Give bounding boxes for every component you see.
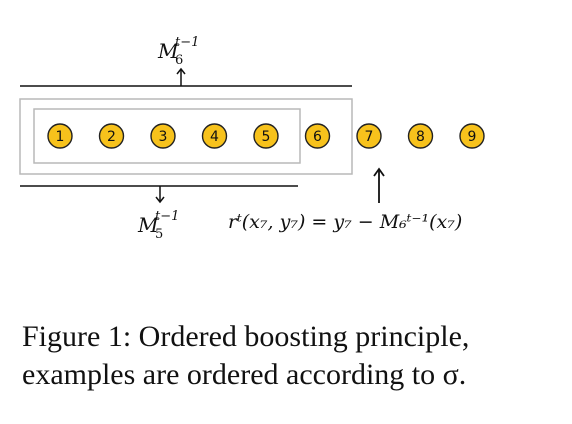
- example-9: 9: [459, 123, 485, 149]
- example-circle: [459, 123, 485, 149]
- example-4: 4: [201, 123, 228, 149]
- example-label: 5: [262, 129, 271, 145]
- figure-caption: Figure 1: Ordered boosting principle, ex…: [22, 318, 562, 394]
- example-label: 3: [159, 129, 168, 145]
- inner-box: [33, 108, 301, 164]
- example-3: 3: [150, 123, 176, 149]
- residual-arrow: [373, 167, 385, 203]
- caption-line-1: Figure 1: Ordered boosting principle,: [22, 320, 470, 353]
- example-circle: [356, 123, 382, 149]
- top-arrow: [176, 67, 186, 86]
- caption-line-2: examples are ordered according to σ.: [22, 358, 467, 391]
- outer-box: [19, 98, 353, 175]
- example-label: 2: [107, 129, 116, 145]
- bottom-model-base: M: [137, 213, 159, 237]
- example-1: 1: [47, 123, 73, 149]
- example-label: 8: [416, 129, 425, 145]
- top-model-base: M: [157, 39, 179, 63]
- example-circle: [407, 123, 434, 149]
- top-model-sup: t−1: [175, 35, 199, 50]
- example-circle: [98, 123, 125, 149]
- example-label: 4: [210, 129, 219, 145]
- example-8: 8: [407, 123, 434, 149]
- example-5: 5: [253, 123, 279, 149]
- residual-formula: rᵗ(x₇, y₇) = y₇ − M₆ᵗ⁻¹(x₇): [228, 211, 462, 233]
- bottom-arrow: [155, 186, 165, 204]
- example-label: 9: [468, 129, 477, 145]
- example-circle: [304, 123, 331, 149]
- example-2: 2: [98, 123, 125, 149]
- example-circle: [47, 123, 73, 149]
- example-label: 7: [365, 129, 374, 145]
- top-model-label: M t−1 6: [157, 35, 199, 68]
- example-circle: [201, 123, 228, 149]
- example-label: 1: [56, 129, 65, 145]
- bottom-model-sub: 5: [155, 227, 163, 242]
- example-circle: [150, 123, 176, 149]
- ordered-boosting-diagram: M t−1 6 M t−1 5 1 2 3 4 5 6 7 8 9 rᵗ(x₇, y₇) = y…: [19, 35, 485, 242]
- bottom-model-sup: t−1: [155, 209, 179, 224]
- example-label: 6: [313, 129, 322, 145]
- example-6: 6: [304, 123, 331, 149]
- svg-text:M: M: [157, 39, 179, 63]
- examples-row: 1 2 3 4 5 6 7 8 9: [47, 123, 485, 149]
- example-circle: [253, 123, 279, 149]
- bottom-model-label: M t−1 5: [137, 209, 179, 242]
- example-7: 7: [356, 123, 382, 149]
- top-model-sub: 6: [175, 53, 183, 68]
- svg-text:M: M: [137, 213, 159, 237]
